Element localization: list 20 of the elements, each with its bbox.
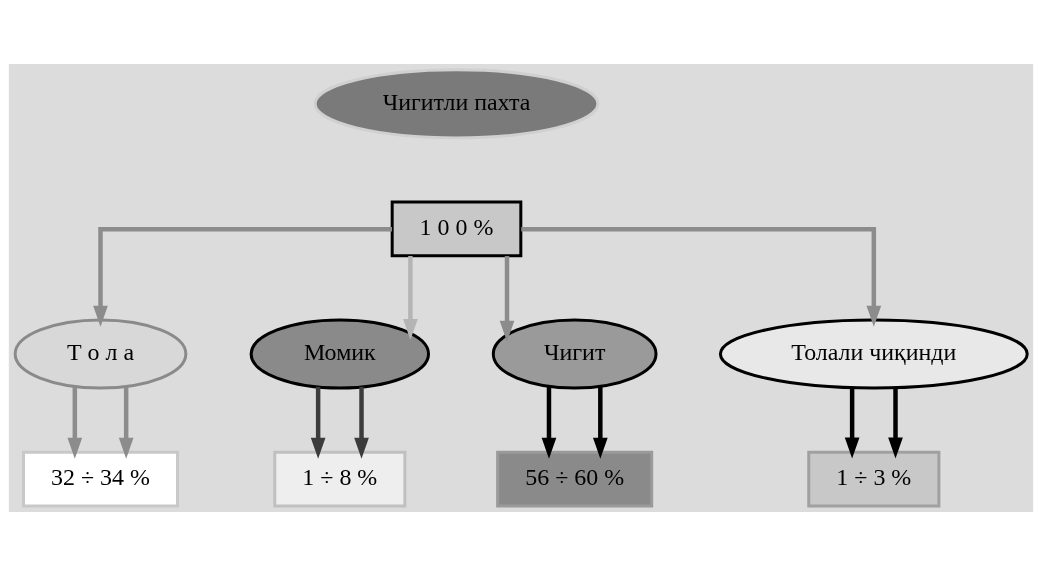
arrow [354,386,369,459]
arrow [541,385,557,459]
node-box: 1 ÷ 3 % [807,450,941,507]
node-ellipse: Чигитли пахта [313,67,600,139]
arrow [93,226,393,327]
arrow [310,386,326,459]
arrow [844,387,860,459]
node-ellipse: Т о л а [13,317,188,390]
node-box: 56 ÷ 60 % [496,450,654,507]
arrow [521,226,882,327]
node-box: 32 ÷ 34 % [21,450,180,507]
arrow [499,255,515,342]
node-box: 1 0 0 % [390,200,523,257]
arrow [118,386,134,459]
node-box: 1 ÷ 8 % [273,450,407,507]
arrow [592,385,608,459]
arrow [67,386,83,459]
arrow [888,387,903,459]
arrow [403,255,418,340]
node-ellipse: Толали чиқинди [718,317,1029,390]
